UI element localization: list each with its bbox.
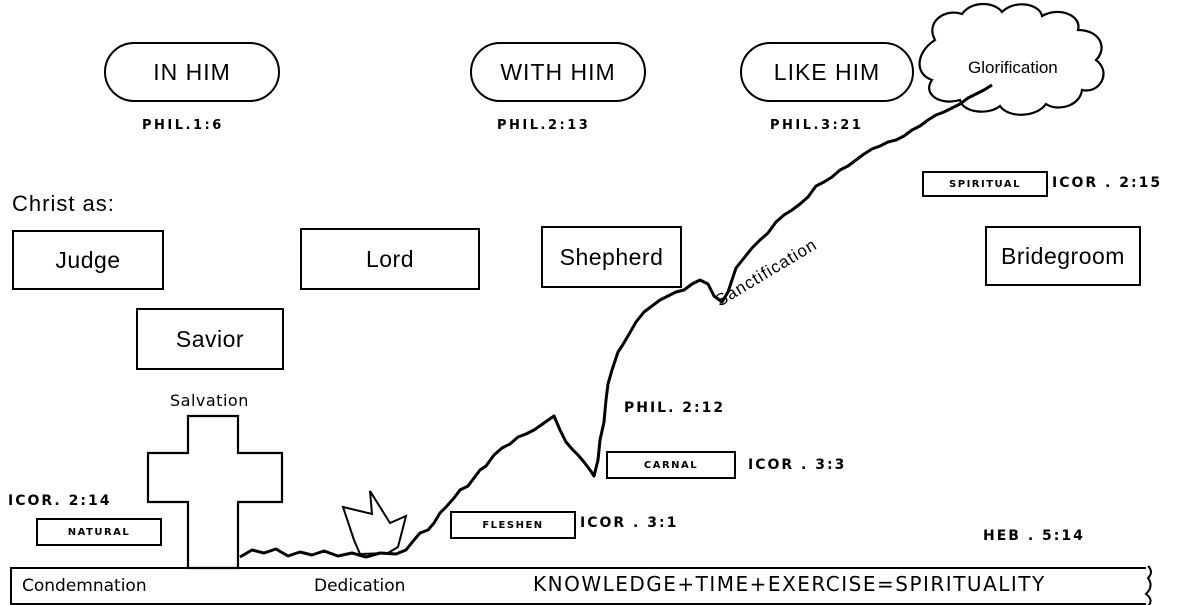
icor-3-3-ref: ICOR . 3:3 bbox=[748, 457, 847, 473]
condemnation-label: Condemnation bbox=[22, 576, 147, 596]
phil-2-12-ref: PHIL. 2:12 bbox=[624, 400, 726, 416]
natural-tag: NATURAL bbox=[36, 518, 162, 546]
dedication-label: Dedication bbox=[314, 576, 406, 596]
sanctification-path bbox=[239, 83, 993, 559]
spirituality-formula: KNOWLEDGE+TIME+EXERCISE=SPIRITUALITY bbox=[533, 572, 1046, 596]
carnal-tag: CARNAL bbox=[606, 451, 736, 479]
like-him-label: LIKE HIM bbox=[740, 42, 914, 102]
icor-3-1-ref: ICOR . 3:1 bbox=[580, 515, 679, 531]
in-him-label: IN HIM bbox=[104, 42, 280, 102]
with-him-label: WITH HIM bbox=[470, 42, 646, 102]
christ-as-heading: Christ as: bbox=[12, 191, 115, 216]
role-judge: Judge bbox=[12, 230, 164, 290]
crown bbox=[341, 490, 408, 556]
glorification-label: Glorification bbox=[968, 58, 1058, 77]
glorification-cloud bbox=[918, 2, 1105, 116]
role-shepherd: Shepherd bbox=[541, 226, 682, 288]
icor-2-15-ref: ICOR . 2:15 bbox=[1052, 175, 1163, 191]
fleshen-tag: FLESHEN bbox=[450, 511, 576, 539]
cross bbox=[146, 414, 284, 570]
role-lord: Lord bbox=[300, 228, 480, 290]
icor-2-14-ref: ICOR. 2:14 bbox=[8, 493, 112, 509]
phil-2-13-ref: PHIL.2:13 bbox=[497, 118, 591, 133]
salvation-label: Salvation bbox=[170, 391, 249, 410]
role-savior: Savior bbox=[136, 308, 284, 370]
phil-1-6-ref: PHIL.1:6 bbox=[142, 118, 224, 133]
spiritual-tag: SPIRITUAL bbox=[922, 171, 1048, 197]
phil-3-21-ref: PHIL.3:21 bbox=[770, 118, 864, 133]
heb-5-14-ref: HEB . 5:14 bbox=[983, 528, 1085, 544]
brace-icon bbox=[1144, 565, 1152, 605]
role-bridegroom: Bridegroom bbox=[985, 226, 1141, 286]
